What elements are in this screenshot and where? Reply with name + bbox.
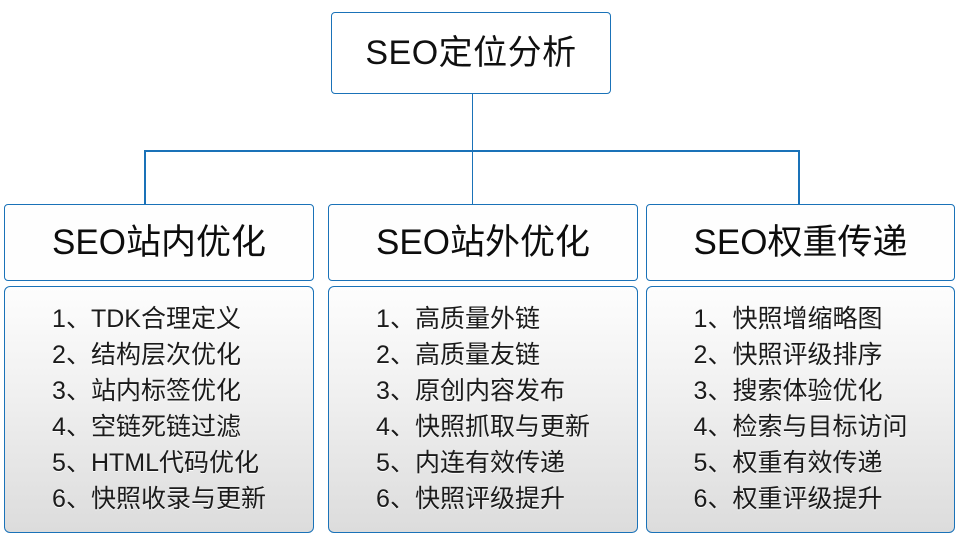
connector-drop-branch-2 [471,150,474,204]
list-item: 6、快照收录与更新 [52,485,266,513]
branch-body-on-site: 1、TDK合理定义 2、结构层次优化 3、站内标签优化 4、空链死链过滤 5、H… [4,286,314,533]
list-item: 5、HTML代码优化 [52,449,260,477]
branch-column-weight-transfer: SEO权重传递 1、快照增缩略图 2、快照评级排序 3、搜索体验优化 4、检索与… [646,204,955,533]
branch-header-off-site[interactable]: SEO站外优化 [328,204,638,281]
list-item: 6、快照评级提升 [376,485,565,513]
branch-column-on-site: SEO站内优化 1、TDK合理定义 2、结构层次优化 3、站内标签优化 4、空链… [4,204,314,533]
list-item: 4、空链死链过滤 [52,413,241,441]
branch-header-on-site[interactable]: SEO站内优化 [4,204,314,281]
root-node-label: SEO定位分析 [365,34,577,72]
branch-body-off-site: 1、高质量外链 2、高质量友链 3、原创内容发布 4、快照抓取与更新 5、内连有… [328,286,638,533]
list-item: 3、站内标签优化 [52,377,241,405]
branch-header-label: SEO站内优化 [52,223,266,262]
branch-item-list: 1、TDK合理定义 2、结构层次优化 3、站内标签优化 4、空链死链过滤 5、H… [52,301,266,517]
branch-body-weight-transfer: 1、快照增缩略图 2、快照评级排序 3、搜索体验优化 4、检索与目标访问 5、权… [646,286,955,533]
branch-header-label: SEO站外优化 [376,223,590,262]
list-item: 2、快照评级排序 [693,341,883,369]
branch-item-list: 1、快照增缩略图 2、快照评级排序 3、搜索体验优化 4、检索与目标访问 5、权… [694,301,908,517]
branch-header-weight-transfer[interactable]: SEO权重传递 [646,204,955,281]
list-item: 1、高质量外链 [376,305,540,333]
list-item: 2、结构层次优化 [52,341,241,369]
list-item: 4、检索与目标访问 [693,413,908,441]
branch-column-off-site: SEO站外优化 1、高质量外链 2、高质量友链 3、原创内容发布 4、快照抓取与… [328,204,638,533]
list-item: 5、内连有效传递 [376,449,565,477]
list-item: 6、权重评级提升 [693,485,883,513]
list-item: 5、权重有效传递 [693,449,883,477]
connector-root-stem [471,94,474,151]
list-item: 2、高质量友链 [376,341,540,369]
connector-bus-right [471,150,800,152]
list-item: 4、快照抓取与更新 [376,413,590,441]
branch-item-list: 1、高质量外链 2、高质量友链 3、原创内容发布 4、快照抓取与更新 5、内连有… [376,301,590,517]
connector-drop-branch-1 [144,150,146,204]
list-item: 1、TDK合理定义 [52,305,241,333]
connector-drop-branch-3 [798,150,800,204]
connector-bus-left [144,150,472,152]
list-item: 3、搜索体验优化 [693,377,883,405]
root-node[interactable]: SEO定位分析 [331,12,611,94]
list-item: 1、快照增缩略图 [693,305,883,333]
list-item: 3、原创内容发布 [376,377,565,405]
branch-header-label: SEO权重传递 [693,223,908,262]
